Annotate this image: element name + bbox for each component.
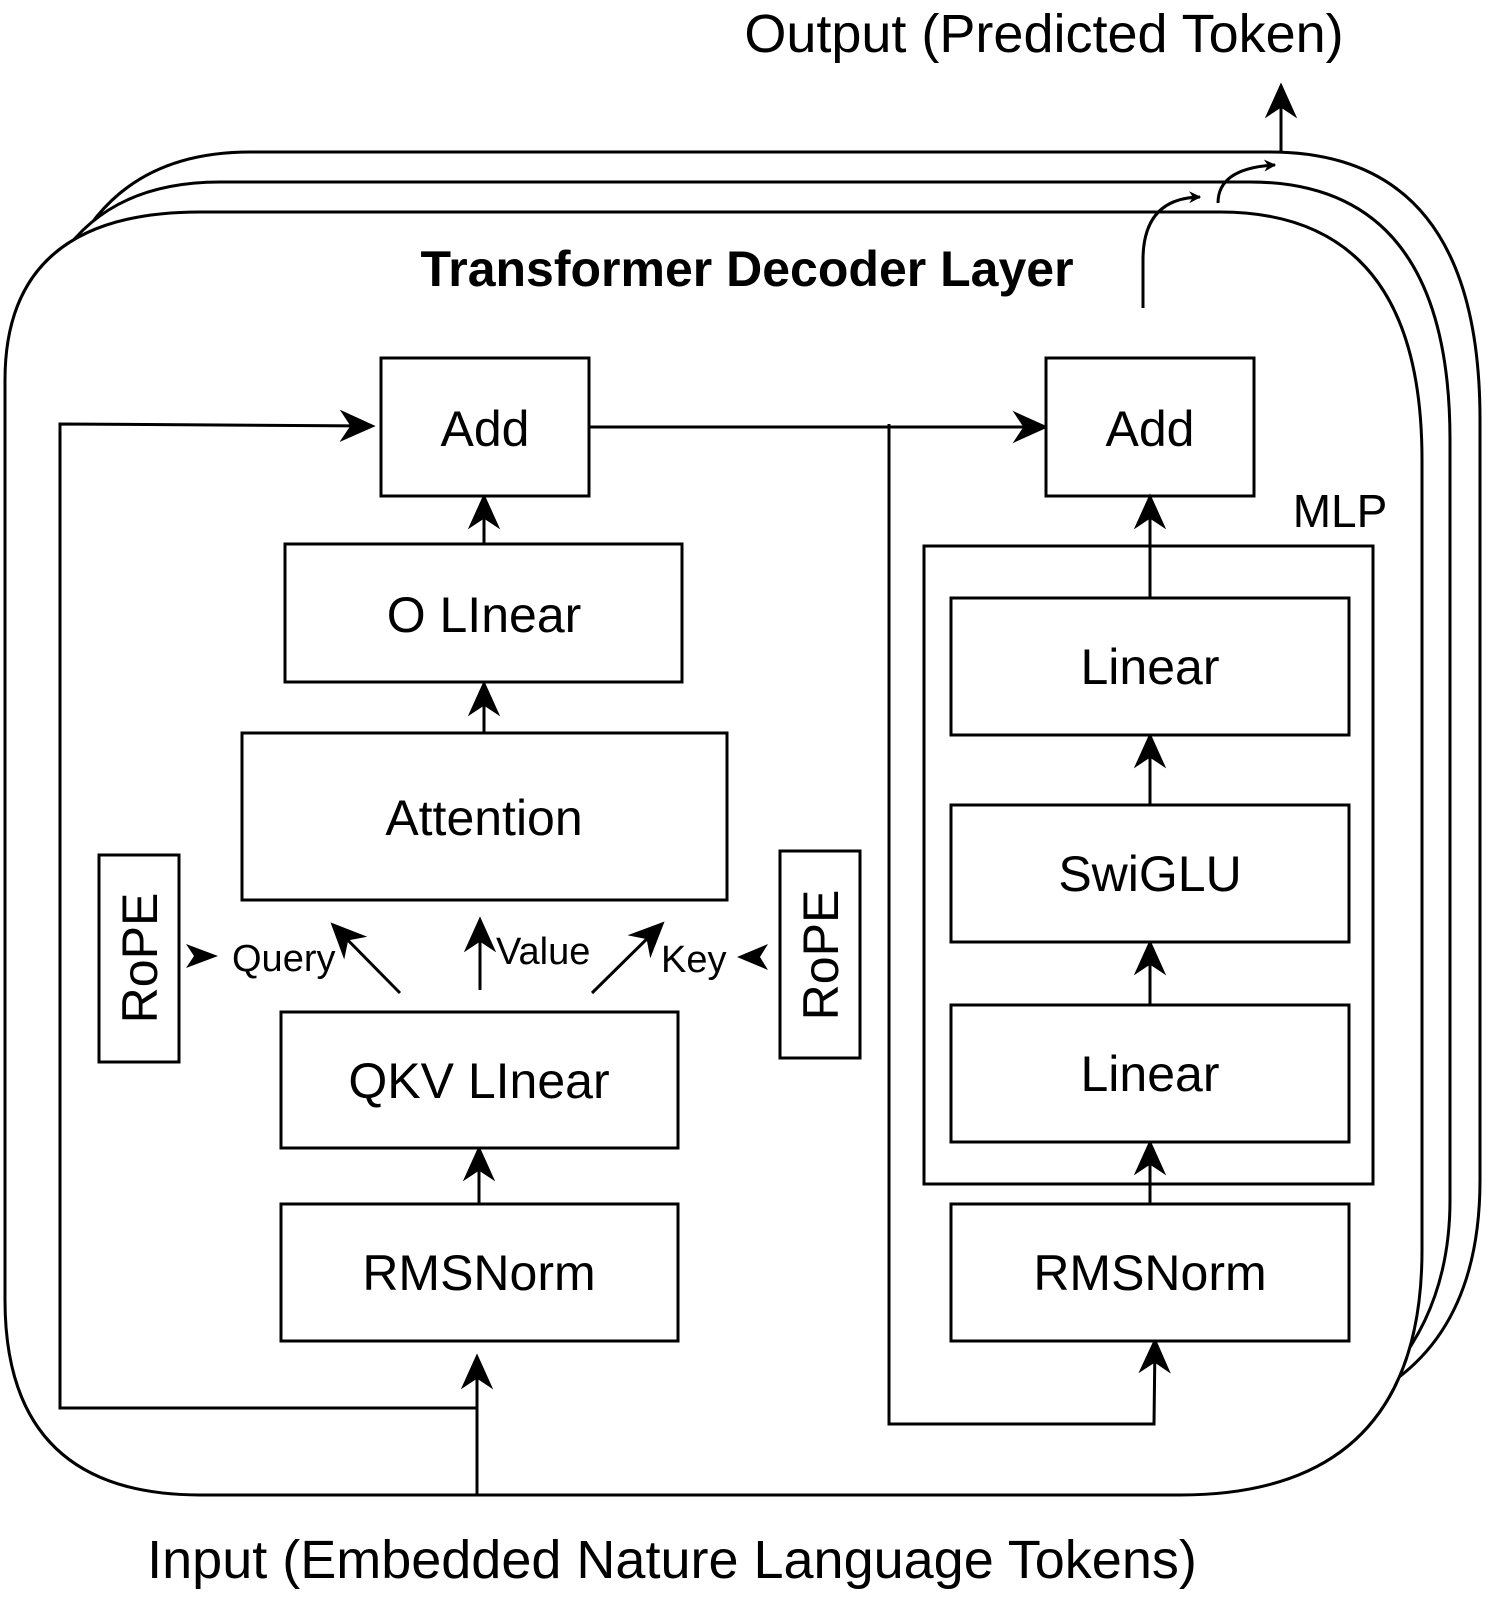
layer-stack-arrow-1	[1141, 191, 1202, 308]
add-mlp-block: Add	[1044, 356, 1256, 498]
rmsnorm-attention-block: RMSNorm	[279, 1202, 680, 1343]
linear-bottom-block: Linear	[949, 1003, 1351, 1144]
output-label: Output (Predicted Token)	[744, 4, 1343, 64]
key-arrow	[590, 921, 665, 995]
linear-bottom-label: Linear	[1081, 1046, 1220, 1102]
qkv-linear-block: QKV LInear	[279, 1010, 680, 1150]
rope-right-block: RoPE	[778, 849, 862, 1060]
rope-right-label: RoPE	[793, 890, 849, 1021]
swiglu-block: SwiGLU	[949, 803, 1351, 944]
add-attention-label: Add	[441, 401, 530, 457]
rmsnorm-mlp-label: RMSNorm	[1033, 1245, 1266, 1301]
query-arrow	[330, 922, 402, 995]
o-linear-label: O LInear	[387, 587, 582, 643]
attention-label: Attention	[385, 790, 582, 846]
rmsnorm-mlp-block: RMSNorm	[949, 1202, 1351, 1343]
mlp-group-label: MLP	[1293, 485, 1388, 537]
add-attention-block: Add	[379, 356, 591, 498]
attention-block: Attention	[240, 731, 729, 902]
rope-right-arrowhead	[737, 944, 768, 970]
layer-stack-arrow-2	[1216, 159, 1277, 204]
qkv-linear-label: QKV LInear	[348, 1053, 609, 1109]
add-mlp-label: Add	[1106, 401, 1195, 457]
rope-left-block: RoPE	[97, 853, 181, 1064]
residual-connection-2	[887, 424, 1171, 1426]
linear-top-label: Linear	[1081, 639, 1220, 695]
o-linear-block: O LInear	[283, 542, 684, 684]
layer-title: Transformer Decoder Layer	[420, 241, 1073, 297]
input-label: Input (Embedded Nature Language Tokens)	[147, 1530, 1197, 1590]
query-label: Query	[232, 938, 335, 980]
residual-connection-1	[58, 409, 477, 1410]
key-label: Key	[661, 939, 726, 981]
linear-top-block: Linear	[949, 596, 1351, 737]
rope-left-label: RoPE	[112, 893, 168, 1024]
value-label: Value	[496, 931, 590, 973]
rope-left-arrowhead	[186, 944, 218, 968]
rmsnorm-attention-label: RMSNorm	[362, 1245, 595, 1301]
swiglu-label: SwiGLU	[1058, 846, 1241, 902]
